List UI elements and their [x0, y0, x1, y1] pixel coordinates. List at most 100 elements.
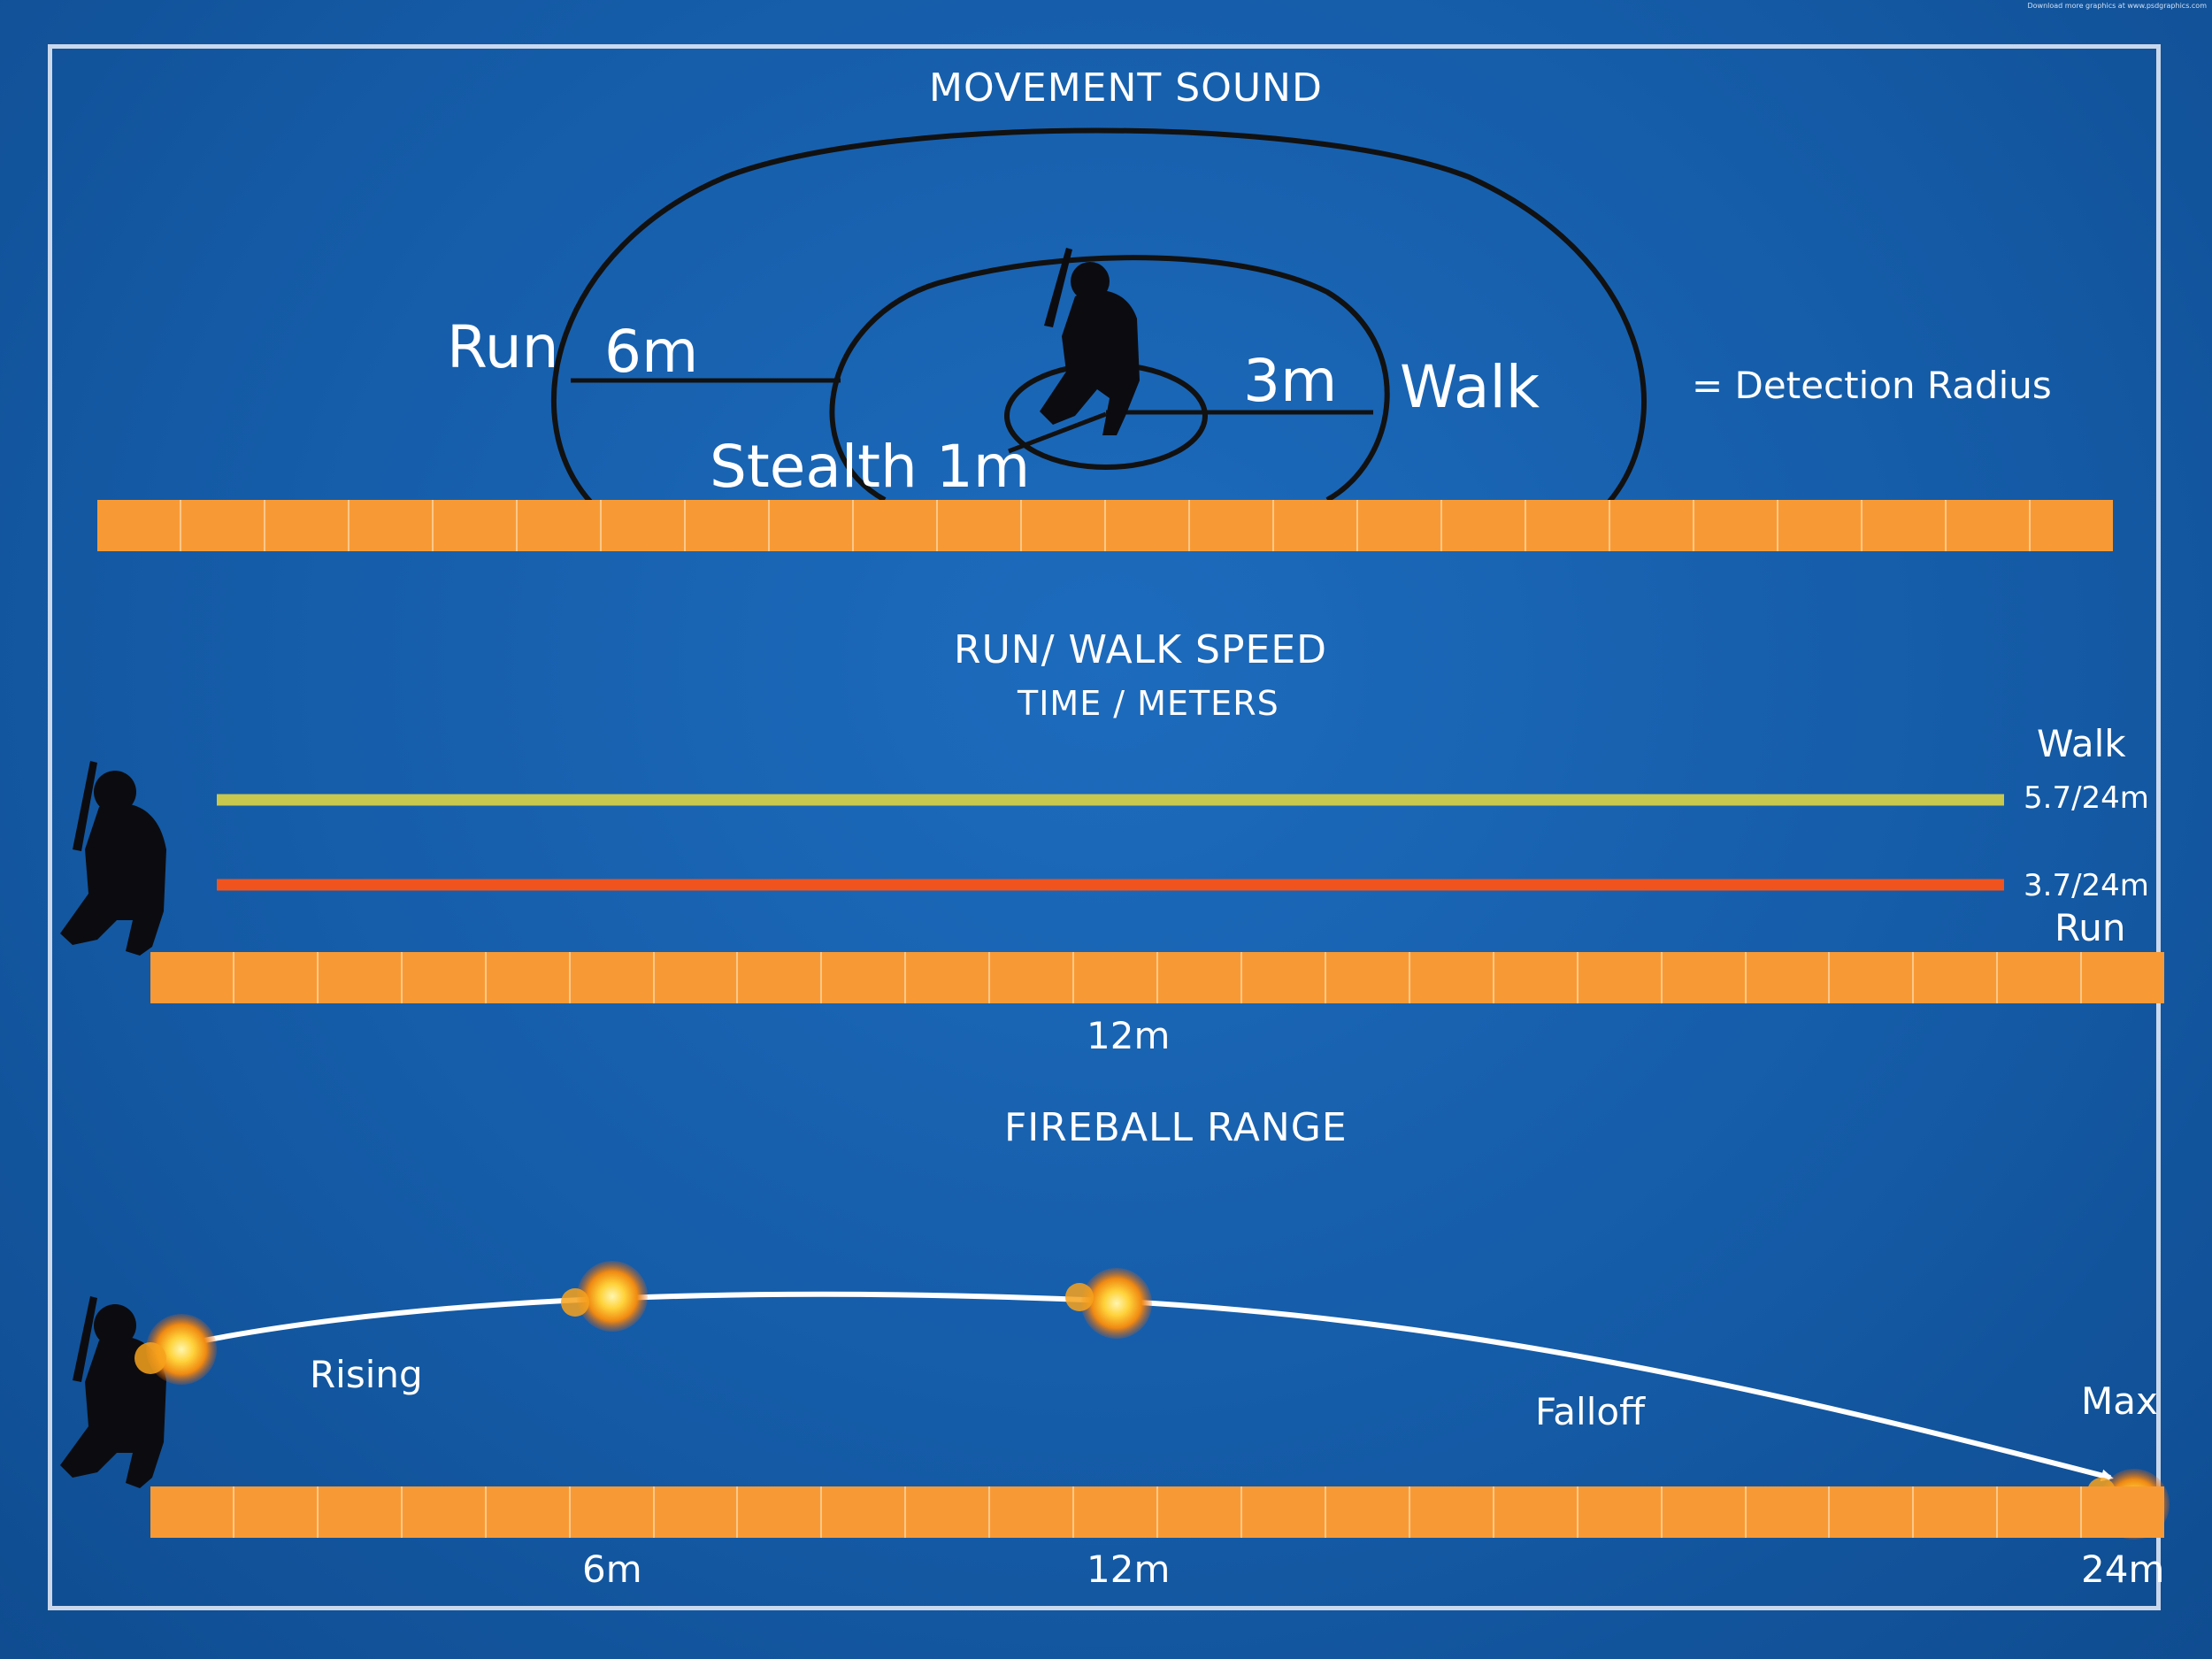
ruler-segment	[1158, 952, 1242, 1003]
ruler-segment	[349, 500, 434, 551]
ruler-segment	[1747, 1486, 1831, 1538]
ruler-segment	[1358, 500, 1442, 551]
movement-sound-title: MOVEMENT SOUND	[929, 65, 1323, 111]
ruler-segment	[906, 1486, 991, 1538]
ruler-segment	[1242, 1486, 1326, 1538]
ruler-segment	[990, 1486, 1075, 1538]
ruler-segment	[319, 1486, 403, 1538]
ruler-segment	[1158, 1486, 1242, 1538]
ruler-segment	[1578, 952, 1663, 1003]
ruler-segment	[1610, 500, 1694, 551]
ruler-segment	[487, 952, 571, 1003]
run-distance-label: 6m	[604, 318, 699, 386]
ruler-segment	[1578, 1486, 1663, 1538]
ruler-segment	[1410, 952, 1494, 1003]
ruler-segment	[738, 952, 823, 1003]
ruler-segment	[1778, 500, 1863, 551]
ruler-segment	[1326, 952, 1410, 1003]
ruler-segment	[1326, 1486, 1410, 1538]
ruler-segment	[1442, 500, 1526, 551]
speed-subtitle: TIME / METERS	[1018, 684, 1279, 723]
ruler-segment	[1022, 500, 1106, 551]
ruler-segment	[938, 500, 1022, 551]
ruler-segment	[1998, 952, 2083, 1003]
ruler-segment	[150, 952, 234, 1003]
ruler-segment	[990, 952, 1075, 1003]
ruler-segment	[1947, 500, 2031, 551]
fireball-mark-6m: 6m	[582, 1548, 642, 1591]
ruler-segment	[1494, 1486, 1578, 1538]
ruler-segment	[854, 500, 938, 551]
ruler-segment	[602, 500, 686, 551]
fireball-start-icon	[134, 1314, 217, 1385]
ruler-segment	[571, 1486, 655, 1538]
stealth-label: Stealth 1m	[710, 433, 1031, 501]
ruler-segment	[1663, 952, 1747, 1003]
ruler-segment	[1914, 1486, 1999, 1538]
ruler-segment	[1663, 1486, 1747, 1538]
fireball-title: FIREBALL RANGE	[1004, 1105, 1348, 1150]
ruler-segment	[518, 500, 602, 551]
falloff-label: Falloff	[1535, 1390, 1646, 1433]
speed-ruler	[150, 952, 2164, 1003]
fireball-6m-icon	[561, 1261, 648, 1332]
fireball-mark-12m: 12m	[1087, 1548, 1171, 1591]
ruler-segment	[181, 500, 265, 551]
ruler-segment	[738, 1486, 823, 1538]
ruler-segment	[487, 1486, 571, 1538]
ruler-segment	[1274, 500, 1358, 551]
ruler-segment	[1747, 952, 1831, 1003]
ruler-segment	[1830, 952, 1915, 1003]
walk-distance-label: 3m	[1243, 347, 1338, 415]
ruler-segment	[97, 500, 181, 551]
ruler-segment	[319, 952, 403, 1003]
speed-title: RUN/ WALK SPEED	[954, 627, 1327, 672]
ruler-segment	[1494, 952, 1578, 1003]
fireball-mark-24m: 24m	[2081, 1548, 2165, 1591]
ruler-segment	[1863, 500, 1947, 551]
speed-ruler-mark: 12m	[1087, 1014, 1171, 1057]
ruler-segment	[686, 500, 770, 551]
ruler-segment	[1998, 1486, 2083, 1538]
run-label: Run	[447, 313, 559, 381]
warrior-silhouette-center	[1040, 248, 1140, 435]
ruler-segment	[822, 1486, 907, 1538]
ruler-segment	[2082, 1486, 2164, 1538]
ruler-segment	[906, 952, 991, 1003]
ruler-segment	[1242, 952, 1326, 1003]
walk-speed-label: Walk	[2037, 722, 2126, 765]
ruler-segment	[1106, 500, 1190, 551]
walk-radius-ellipse	[829, 255, 1390, 503]
ruler-segment	[403, 952, 487, 1003]
ruler-segment	[1190, 500, 1274, 551]
run-speed-label: Run	[2055, 906, 2126, 949]
ruler-segment	[1526, 500, 1610, 551]
ruler-segment	[571, 952, 655, 1003]
stealth-radius-line	[1008, 411, 1107, 454]
ruler-segment	[265, 500, 349, 551]
detection-radius-legend: = Detection Radius	[1692, 364, 2052, 407]
ruler-segment	[1410, 1486, 1494, 1538]
warrior-silhouette-speed	[60, 761, 166, 956]
max-label: Max	[2081, 1379, 2158, 1423]
fireball-ruler	[150, 1486, 2164, 1538]
ruler-segment	[234, 1486, 319, 1538]
ruler-segment	[1074, 952, 1159, 1003]
rising-label: Rising	[310, 1353, 423, 1396]
chalk-frame	[48, 44, 2161, 1610]
run-radius-ellipse	[551, 127, 1647, 505]
ruler-segment	[1074, 1486, 1159, 1538]
credit-text: Download more graphics at www.psdgraphic…	[2027, 2, 2207, 10]
ruler-segment	[655, 952, 739, 1003]
ruler-segment	[434, 500, 518, 551]
ruler-segment	[150, 1486, 234, 1538]
warrior-silhouette-fireball	[60, 1296, 166, 1488]
ruler-segment	[1914, 952, 1999, 1003]
movement-ruler	[97, 500, 2113, 551]
ruler-segment	[655, 1486, 739, 1538]
fireball-12m-icon	[1065, 1268, 1152, 1339]
